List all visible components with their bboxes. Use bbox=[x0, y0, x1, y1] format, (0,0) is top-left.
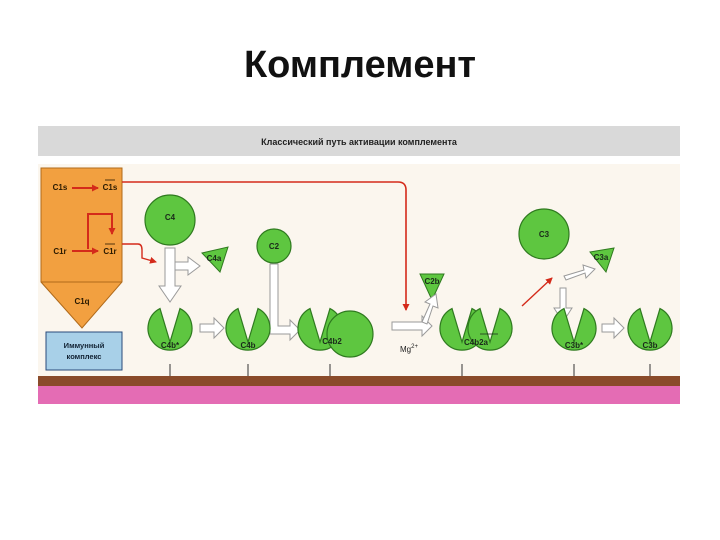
c4-down-arrow bbox=[158, 247, 182, 303]
caption-bar bbox=[38, 126, 680, 156]
c3-molecule bbox=[518, 208, 570, 260]
c1-activation-arrows bbox=[72, 184, 116, 255]
c3-to-c3a-arrow bbox=[563, 264, 596, 281]
c1s-label: C1s bbox=[53, 183, 68, 192]
c4b2a-to-c3-arrow bbox=[521, 277, 553, 307]
c4-to-c4a-arrow bbox=[174, 256, 201, 276]
c2b-label: C2b bbox=[424, 277, 439, 286]
c2-label: C2 bbox=[269, 242, 280, 251]
c4b2a-label: C4b2a bbox=[464, 338, 489, 347]
c3a-fragment bbox=[589, 247, 615, 274]
cell-membrane bbox=[38, 376, 680, 386]
c4b-star-molecule bbox=[147, 307, 193, 351]
c4b-star-label: C4b* bbox=[161, 341, 180, 350]
diagram-canvas: Классический путь активации комплемента … bbox=[38, 126, 680, 406]
immune-complex bbox=[45, 331, 123, 371]
c3b-label: C3b bbox=[642, 341, 657, 350]
membrane-stems bbox=[169, 364, 651, 376]
c3b-star-label: C3b* bbox=[565, 341, 584, 350]
c2-to-c4b2-arrow bbox=[269, 263, 301, 342]
c2-molecule bbox=[256, 228, 292, 264]
process-arrows bbox=[158, 247, 625, 342]
c4b-star-to-c4b-arrow bbox=[199, 316, 225, 340]
c4b2-complex bbox=[297, 307, 374, 358]
c4-molecule bbox=[144, 194, 196, 246]
c1r-label: C1r bbox=[53, 247, 66, 256]
c4b-label: C4b bbox=[240, 341, 255, 350]
c3b-star-molecule bbox=[551, 307, 597, 351]
c4b2-label: C4b2 bbox=[322, 337, 342, 346]
cell-interior bbox=[38, 386, 680, 404]
c3a-label: C3a bbox=[594, 253, 609, 262]
c3-label: C3 bbox=[539, 230, 550, 239]
slide-title: Комплемент bbox=[243, 44, 477, 86]
c1r-active-label: C1r bbox=[103, 247, 116, 256]
mg-charge: 2+ bbox=[411, 344, 418, 350]
complement-diagram: Классический путь активации комплемента … bbox=[38, 126, 680, 406]
c4b2a-complex bbox=[439, 307, 513, 351]
c4a-label: C4a bbox=[207, 254, 222, 263]
diagram-caption: Классический путь активации комплемента bbox=[261, 137, 458, 147]
immune-complex-line2: комплекс bbox=[67, 352, 102, 361]
c1s-active-label: C1s bbox=[103, 183, 118, 192]
c2b-release-arrow bbox=[421, 293, 439, 325]
immune-complex-line1: Иммунный bbox=[64, 341, 105, 350]
c1-complex bbox=[40, 167, 123, 329]
c4-label: C4 bbox=[165, 213, 176, 222]
c3b-star-to-c3b-arrow bbox=[601, 316, 625, 340]
c1s-to-c4-arrow bbox=[122, 243, 157, 264]
c3b-molecule bbox=[627, 307, 673, 351]
c1q-label: C1q bbox=[74, 297, 89, 306]
c2b-fragment bbox=[419, 273, 445, 302]
c4a-fragment bbox=[201, 246, 229, 273]
mg-ion-label: Mg2+ bbox=[400, 344, 418, 354]
c1s-to-c2-arrow bbox=[122, 181, 410, 311]
c4b-molecule bbox=[225, 307, 271, 351]
mg-symbol: Mg bbox=[400, 345, 411, 354]
